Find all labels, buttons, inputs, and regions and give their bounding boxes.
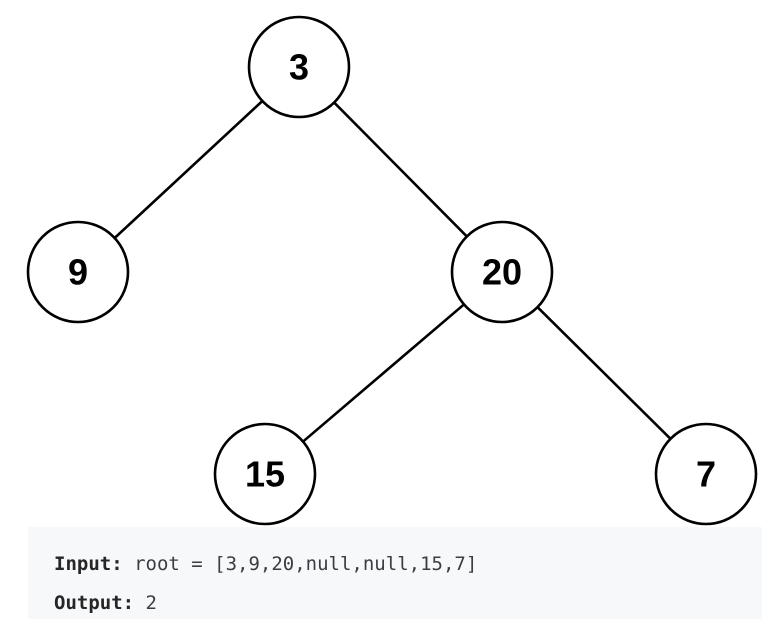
- tree-node-circle: [26, 220, 130, 324]
- example-block: Input: root = [3,9,20,null,null,15,7] Ou…: [28, 527, 762, 619]
- tree-edge-20-15: [301, 303, 466, 443]
- tree-node-circle: [450, 220, 554, 324]
- tree-node-circle: [654, 422, 758, 526]
- input-line: Input: root = [3,9,20,null,null,15,7]: [54, 549, 762, 588]
- tree-node-7: 7: [654, 422, 758, 526]
- input-label: Input:: [54, 553, 123, 575]
- tree-node-label: 20: [482, 252, 522, 293]
- tree-node-15: 15: [213, 422, 317, 526]
- output-label: Output:: [54, 592, 135, 614]
- tree-node-label: 15: [245, 454, 285, 495]
- tree-edge-20-7: [536, 305, 672, 441]
- tree-node-circle: [247, 15, 351, 119]
- tree-node-3: 3: [247, 15, 351, 119]
- tree-node-20: 20: [450, 220, 554, 324]
- output-line: Output: 2: [54, 588, 762, 627]
- input-value: root = [3,9,20,null,null,15,7]: [134, 553, 478, 575]
- tree-node-label: 3: [289, 47, 309, 88]
- tree-node-label: 9: [68, 252, 88, 293]
- tree-edges: [113, 99, 672, 443]
- tree-node-circle: [213, 422, 317, 526]
- tree-nodes: 3 9 20 15 7: [26, 15, 758, 526]
- tree-edge-3-9: [113, 99, 264, 240]
- tree-node-9: 9: [26, 220, 130, 324]
- output-value: 2: [145, 592, 157, 614]
- tree-node-label: 7: [696, 454, 716, 495]
- binary-tree-diagram: 3 9 20 15 7: [26, 15, 758, 526]
- tree-edge-3-20: [332, 101, 469, 238]
